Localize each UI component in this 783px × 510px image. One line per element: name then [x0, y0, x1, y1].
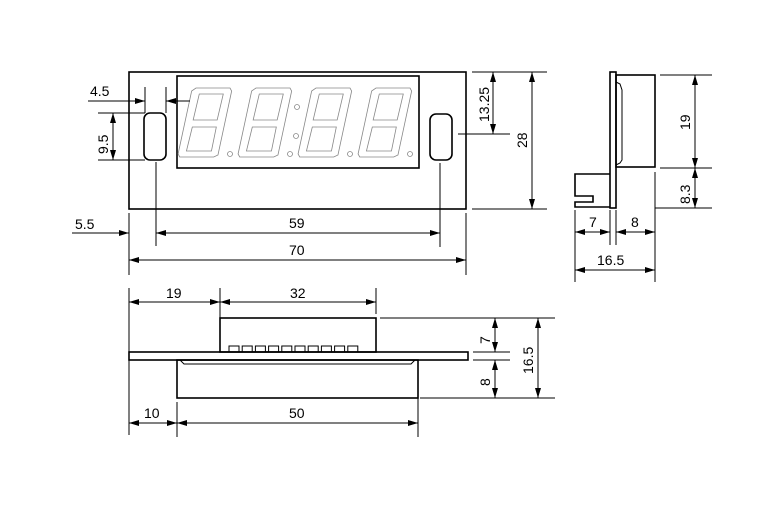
side-display-body — [615, 74, 656, 168]
dim-connector-height: 8.3 — [677, 184, 693, 204]
bottom-body — [176, 359, 419, 399]
pin-row — [228, 345, 359, 353]
pin — [347, 345, 359, 353]
display-window — [176, 75, 420, 169]
left-mount-slot — [143, 112, 167, 161]
dim-bottom-height: 8 — [477, 378, 493, 386]
right-mount-slot — [429, 113, 453, 161]
side-connector — [574, 173, 610, 208]
pin — [241, 345, 253, 353]
dim-window-offset: 4.5 — [90, 83, 110, 99]
dim-body-height: 19 — [677, 114, 693, 130]
dim-slot-spacing: 59 — [289, 215, 305, 231]
dim-slot-height: 9.5 — [95, 134, 111, 154]
dim-slot-center-height: 13.25 — [476, 87, 492, 122]
dim-bottom-body-offset: 10 — [144, 405, 160, 421]
dim-total-height: 16.5 — [520, 347, 536, 374]
side-view: 19 8.3 7 8 16.5 — [574, 71, 712, 282]
pin — [254, 345, 266, 353]
dim-top-body-offset: 19 — [166, 285, 182, 301]
dim-body-depth: 8 — [631, 214, 639, 230]
dim-connector-depth: 7 — [589, 214, 597, 230]
pin — [228, 345, 240, 353]
colon-dot-bottom — [293, 133, 299, 139]
pin — [320, 345, 332, 353]
decimal-point — [407, 151, 413, 157]
dim-overall-height: 28 — [514, 132, 530, 148]
pin — [307, 345, 319, 353]
pin — [334, 345, 346, 353]
decimal-point — [287, 151, 293, 157]
top-body — [219, 317, 377, 353]
digit-1 — [177, 87, 233, 158]
panel-outline — [128, 71, 467, 210]
bottom-panel — [128, 351, 469, 361]
side-panel — [609, 71, 617, 209]
dim-overall-width: 70 — [289, 242, 305, 258]
pin — [294, 345, 306, 353]
digit-4 — [357, 87, 413, 158]
decimal-point — [347, 151, 353, 157]
seven-segment-digits — [177, 87, 413, 158]
side-display-lens — [615, 81, 623, 166]
dim-slot-edge-offset: 5.5 — [75, 216, 95, 232]
dim-top-height: 7 — [477, 336, 493, 344]
pin — [281, 345, 293, 353]
front-view: 4.5 9.5 5.5 59 70 13.25 28 — [72, 71, 547, 275]
dim-overall-depth: 16.5 — [597, 252, 624, 268]
bottom-view: 19 32 7 8 16.5 10 50 — [128, 285, 555, 437]
dim-top-body-width: 32 — [290, 285, 306, 301]
colon-dot-top — [294, 104, 300, 110]
digit-3 — [297, 87, 353, 158]
dim-bottom-body-width: 50 — [289, 405, 305, 421]
digit-2 — [237, 87, 293, 158]
decimal-point — [227, 151, 233, 157]
pin — [268, 345, 280, 353]
